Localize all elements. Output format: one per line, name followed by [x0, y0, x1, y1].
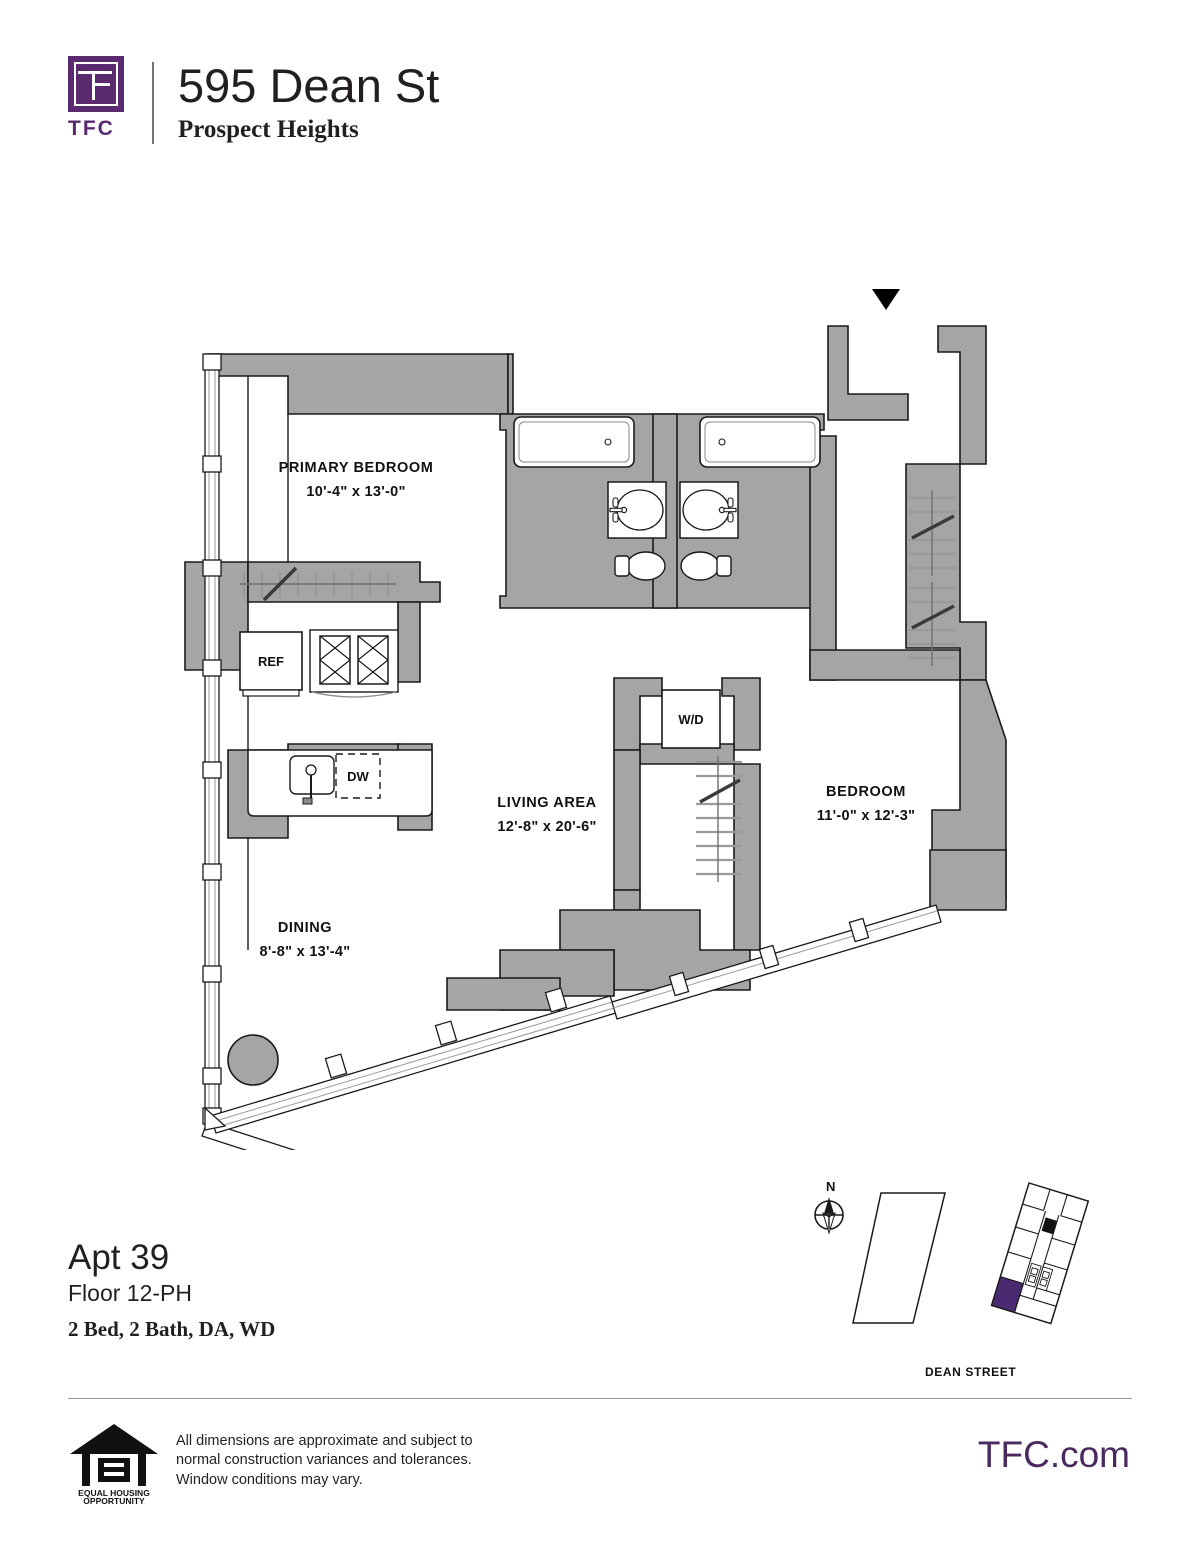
kitchen-island — [247, 749, 433, 817]
bathtub-right — [699, 416, 821, 468]
floor-label: Floor 12-PH — [68, 1280, 192, 1307]
closet-bedroom-upper — [908, 490, 956, 576]
curtain-wall-east — [611, 904, 942, 1020]
tfc-monogram-icon — [74, 62, 118, 106]
appliance-label-refrigerator: REF — [258, 654, 284, 669]
room-dim-dining: 8'-8" x 13'-4" — [260, 944, 351, 960]
unit-config: 2 Bed, 2 Bath, DA, WD — [68, 1317, 276, 1342]
bathtub-left — [513, 416, 635, 468]
curtain-wall-west — [202, 353, 222, 1125]
eho-label-line2: OPPORTUNITY — [83, 1496, 145, 1506]
eho-label-line1: EQUAL HOUSING — [78, 1488, 150, 1498]
tfc-monogram-f-icon — [95, 83, 110, 86]
key-map: N — [795, 1175, 1145, 1385]
closet-hall — [696, 756, 742, 882]
plan-geometry: PRIMARY BEDROOM 10'-4" x 13'-0" LIVING A… — [184, 289, 1007, 1150]
tfc-logo-text: TFC — [68, 117, 115, 140]
disclaimer-text: All dimensions are approximate and subje… — [176, 1433, 473, 1488]
room-dim-living-area: 12'-8" x 20'-6" — [497, 819, 596, 835]
closet-hall-hanger-icon — [699, 778, 741, 804]
column-round — [227, 1034, 279, 1086]
key-plan-core — [1041, 1217, 1058, 1235]
vanity-sink-right — [679, 481, 739, 539]
room-dim-bedroom: 11'-0" x 12'-3" — [817, 808, 916, 824]
appliance-label-washer-dryer: W/D — [678, 712, 703, 727]
street-label: DEAN STREET — [925, 1365, 1017, 1379]
refrigerator-box — [239, 631, 303, 697]
page-header: TFC 595 Dean St Prospect Heights — [68, 56, 439, 150]
page-footer: EQUAL HOUSING OPPORTUNITY All dimensions… — [68, 1420, 473, 1506]
compass-north-label: N — [826, 1179, 835, 1194]
closet-primary-hanger-icon — [262, 566, 298, 602]
key-plan — [990, 1182, 1090, 1325]
range-cooktop — [309, 629, 399, 698]
floorplan-drawing: PRIMARY BEDROOM 10'-4" x 13'-0" LIVING A… — [0, 250, 1200, 1150]
equal-housing-icon: EQUAL HOUSING OPPORTUNITY — [70, 1424, 158, 1506]
washer-dryer-box — [661, 689, 721, 749]
closet-bedroom-upper-hanger-icon — [911, 514, 955, 540]
closet-bedroom-lower — [908, 582, 956, 666]
curtain-wall-south — [201, 1121, 296, 1150]
neighborhood-label: Prospect Heights — [178, 115, 359, 143]
room-label-primary-bedroom: PRIMARY BEDROOM — [279, 460, 434, 476]
curtain-wall-south-actual — [204, 987, 617, 1134]
compass-icon: N — [814, 1179, 844, 1235]
kitchen-sink — [289, 755, 335, 805]
toilet-left — [614, 551, 666, 581]
footer-divider — [68, 1398, 1132, 1399]
closet-bedroom-lower-hanger-icon — [911, 604, 955, 630]
room-label-bedroom: BEDROOM — [826, 784, 906, 800]
header-title-block: 595 Dean St Prospect Heights — [178, 61, 439, 144]
header-divider — [152, 62, 154, 144]
vanity-sink-left — [607, 481, 667, 539]
closet-primary — [240, 572, 396, 598]
entry-arrow-icon — [872, 289, 900, 310]
dishwasher-box — [335, 753, 381, 799]
room-label-dining: DINING — [278, 920, 332, 936]
toilet-right — [680, 551, 732, 581]
room-labels: PRIMARY BEDROOM 10'-4" x 13'-0" LIVING A… — [260, 460, 916, 960]
room-label-living-area: LIVING AREA — [497, 795, 597, 811]
apt-number: Apt 39 — [68, 1238, 170, 1277]
tfc-logo-icon — [68, 56, 124, 112]
website-link[interactable]: TFC.com — [977, 1434, 1130, 1475]
page-title: 595 Dean St — [178, 59, 440, 113]
unit-info: Apt 39 Floor 12-PH 2 Bed, 2 Bath, DA, WD — [68, 1238, 275, 1342]
key-plan-unit-highlight — [990, 1275, 1025, 1314]
appliance-labels: REF DW W/D — [258, 654, 704, 784]
site-footprint-outline — [852, 1192, 946, 1324]
appliance-label-dishwasher: DW — [347, 769, 369, 784]
tfc-logo: TFC — [68, 56, 126, 150]
room-dim-primary-bedroom: 10'-4" x 13'-0" — [306, 484, 405, 500]
